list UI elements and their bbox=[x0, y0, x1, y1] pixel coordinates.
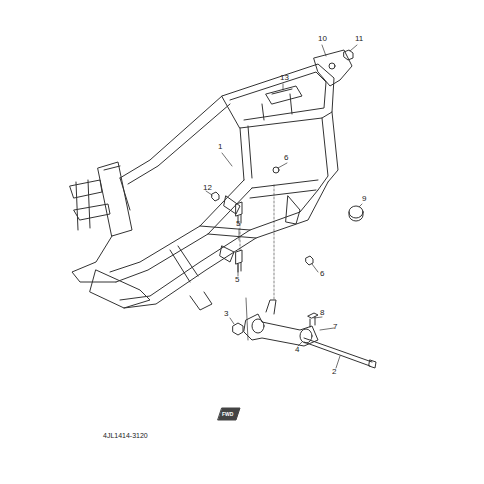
callout-number: 4 bbox=[295, 346, 299, 354]
callout-number: 3 bbox=[224, 310, 228, 318]
callout-number: 9 bbox=[362, 195, 366, 203]
callout-number: 5 bbox=[236, 220, 240, 228]
callout-number: 7 bbox=[333, 323, 337, 331]
callout-number: 12 bbox=[203, 184, 212, 192]
forward-icon-text: FWD bbox=[222, 412, 233, 417]
callout-number: 10 bbox=[318, 35, 327, 43]
callout-number: 6 bbox=[320, 270, 324, 278]
callout-number: 11 bbox=[355, 35, 363, 43]
callout-number: 8 bbox=[320, 309, 324, 317]
callout-number: 6 bbox=[284, 154, 288, 162]
callout-number: 1 bbox=[218, 143, 222, 151]
callout-number: 5 bbox=[235, 276, 239, 284]
diagram-code: 4JL1414-3120 bbox=[103, 432, 148, 439]
callout-number: 2 bbox=[332, 368, 336, 376]
callout-number: 13 bbox=[280, 74, 289, 82]
